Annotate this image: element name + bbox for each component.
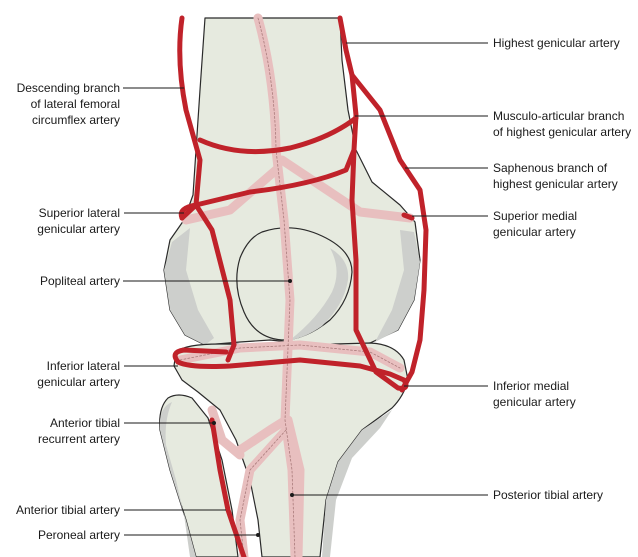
label-anterior-tibial: Anterior tibial artery (16, 502, 120, 518)
label-peroneal: Peroneal artery (38, 527, 120, 543)
label-popliteal: Popliteal artery (40, 273, 120, 289)
label-line: genicular artery (493, 224, 577, 240)
descending-branch-artery (180, 18, 200, 218)
label-line: Musculo-articular branch (493, 108, 631, 124)
dot-peroneal (256, 533, 260, 537)
label-line: recurrent artery (38, 431, 120, 447)
label-line: Anterior tibial artery (16, 502, 120, 518)
label-line: of highest genicular artery (493, 124, 631, 140)
label-inferior-medial: Inferior medial genicular artery (493, 378, 576, 410)
label-line: Popliteal artery (40, 273, 120, 289)
label-line: Highest genicular artery (493, 35, 620, 51)
label-line: Posterior tibial artery (493, 487, 603, 503)
label-line: Superior medial (493, 208, 577, 224)
dot-anterior-tibial-recurrent (212, 421, 216, 425)
label-musculo-articular: Musculo-articular branch of highest geni… (493, 108, 631, 140)
label-posterior-tibial: Posterior tibial artery (493, 487, 603, 503)
label-line: Inferior lateral (37, 358, 120, 374)
label-superior-medial: Superior medial genicular artery (493, 208, 577, 240)
label-line: Anterior tibial (38, 415, 120, 431)
label-line: Peroneal artery (38, 527, 120, 543)
label-line: genicular artery (37, 374, 120, 390)
label-saphenous-branch: Saphenous branch of highest genicular ar… (493, 160, 618, 192)
label-line: genicular artery (37, 221, 120, 237)
label-line: genicular artery (493, 394, 576, 410)
label-superior-lateral: Superior lateral genicular artery (37, 205, 120, 237)
label-line: of lateral femoral (17, 96, 120, 112)
label-inferior-lateral: Inferior lateral genicular artery (37, 358, 120, 390)
dot-posterior-tibial (290, 493, 294, 497)
label-line: Superior lateral (37, 205, 120, 221)
label-anterior-tibial-recurrent: Anterior tibial recurrent artery (38, 415, 120, 447)
label-line: circumflex artery (17, 112, 120, 128)
superior-medial-artery (404, 215, 412, 218)
label-descending-branch: Descending branch of lateral femoral cir… (17, 80, 120, 128)
label-line: Descending branch (17, 80, 120, 96)
label-highest-genicular: Highest genicular artery (493, 35, 620, 51)
label-line: Saphenous branch of (493, 160, 618, 176)
dot-popliteal (288, 279, 292, 283)
label-line: Inferior medial (493, 378, 576, 394)
label-line: highest genicular artery (493, 176, 618, 192)
